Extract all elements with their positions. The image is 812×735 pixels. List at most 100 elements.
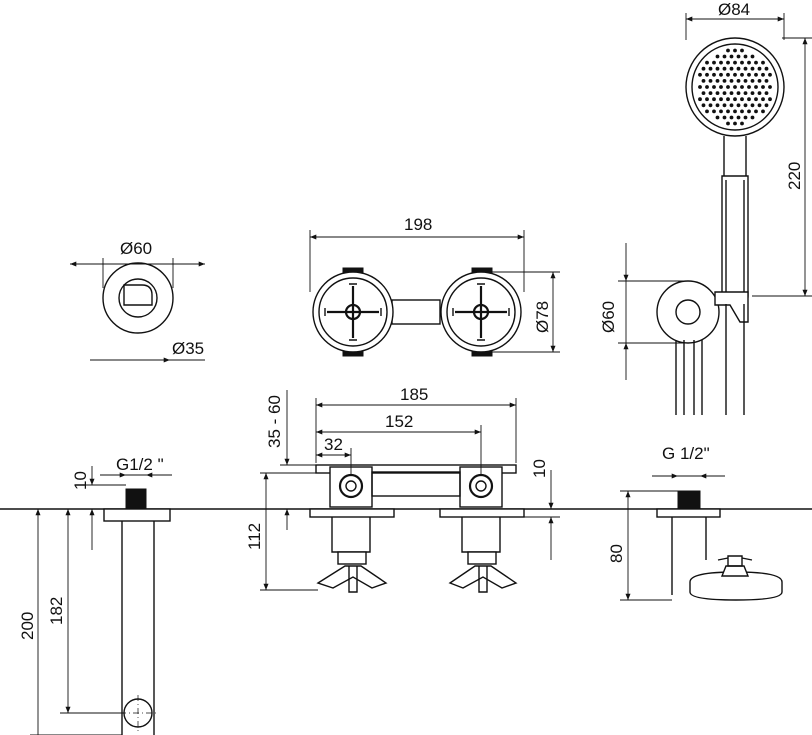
nozzle-dot	[701, 66, 706, 71]
nozzle-dot	[712, 60, 716, 65]
nozzle-dot	[764, 66, 769, 71]
nozzle-dot	[757, 103, 762, 108]
dim-d60-side: Ø60	[599, 301, 618, 333]
nozzle-dot	[743, 115, 748, 120]
nozzle-dot	[740, 85, 744, 89]
dim-80: 80	[607, 544, 626, 563]
nozzle-dot	[757, 79, 762, 83]
nozzle-dot	[761, 72, 765, 77]
dim-152: 152	[385, 412, 413, 431]
nozzle-dot	[726, 121, 730, 126]
nozzle-dot	[754, 72, 758, 77]
nozzle-dot	[768, 72, 772, 77]
nozzle-dot	[740, 60, 744, 65]
nozzle-dot	[757, 91, 762, 95]
nozzle-dot	[736, 103, 741, 108]
nozzle-dot	[715, 115, 720, 120]
nozzle-dot	[733, 60, 737, 65]
hand-shower-view	[618, 13, 812, 415]
nozzle-dot	[722, 103, 727, 108]
nozzle-dot	[726, 60, 730, 65]
nozzle-dot	[733, 85, 737, 89]
nozzle-dot	[736, 66, 741, 71]
nozzle-dot	[754, 97, 758, 102]
nozzle-dot	[733, 72, 737, 77]
nozzle-dot	[736, 79, 741, 83]
dim-d35: Ø35	[172, 339, 204, 358]
nozzle-dot	[761, 85, 765, 89]
nozzle-dot	[743, 79, 748, 83]
nozzle-dot	[719, 85, 723, 89]
nozzle-dot	[722, 66, 727, 71]
nozzle-dot	[740, 109, 744, 114]
nozzle-dot	[740, 48, 744, 53]
dim-32: 32	[324, 435, 343, 454]
nozzle-dot	[764, 91, 769, 95]
nozzle-dot	[747, 97, 751, 102]
nozzle-dot	[733, 121, 737, 126]
nozzle-dot	[736, 115, 741, 120]
nozzle-dot	[726, 109, 730, 114]
nozzle-dot	[743, 54, 748, 59]
nozzle-dot	[729, 54, 734, 59]
nozzle-dot	[701, 91, 706, 95]
nozzle-dot	[733, 97, 737, 102]
dim-d78: Ø78	[533, 301, 552, 333]
nozzle-dot	[750, 115, 755, 120]
nozzle-dot	[768, 97, 772, 102]
nozzle-dot	[747, 72, 751, 77]
dim-200: 200	[18, 612, 37, 640]
nozzle-dot	[750, 54, 755, 59]
nozzle-dot	[719, 97, 723, 102]
nozzle-dot	[761, 60, 765, 65]
nozzle-dot	[708, 103, 713, 108]
nozzle-dot	[719, 60, 723, 65]
dim-198: 198	[404, 215, 432, 234]
dim-112: 112	[245, 523, 264, 550]
nozzle-dot	[764, 79, 769, 83]
nozzle-dot	[768, 85, 772, 89]
nozzle-dot	[733, 109, 737, 114]
nozzle-dot	[747, 109, 751, 114]
nozzle-dot	[712, 85, 716, 89]
nozzle-dot	[757, 66, 762, 71]
nozzle-dot	[733, 48, 737, 53]
nozzle-dot	[726, 48, 730, 53]
nozzle-dot	[764, 103, 769, 108]
nozzle-dot	[705, 60, 709, 65]
nozzle-dot	[698, 97, 702, 102]
nozzle-dot	[708, 66, 713, 71]
outlet-side-view	[620, 473, 783, 601]
nozzle-dot	[743, 66, 748, 71]
nozzle-dot	[750, 79, 755, 83]
nozzle-dot	[705, 97, 709, 102]
nozzle-dot	[743, 103, 748, 108]
nozzle-dot	[712, 109, 716, 114]
valves-plan-view	[309, 230, 560, 357]
nozzle-dot	[705, 109, 709, 114]
nozzle-dot	[740, 121, 744, 126]
nozzle-dot	[708, 79, 713, 83]
nozzle-dot	[715, 79, 720, 83]
nozzle-dot	[726, 85, 730, 89]
flange-plan-view	[70, 258, 205, 363]
dim-185: 185	[400, 385, 428, 404]
nozzle-dot	[708, 91, 713, 95]
nozzle-dot	[750, 103, 755, 108]
spout-side-view	[30, 466, 172, 735]
dim-d60-top: Ø60	[120, 239, 152, 258]
nozzle-dot	[719, 72, 723, 77]
nozzle-dot	[726, 72, 730, 77]
nozzle-dot	[729, 79, 734, 83]
valves-side-view	[260, 390, 560, 593]
shower-nozzles	[698, 48, 772, 126]
nozzle-dot	[740, 97, 744, 102]
nozzle-dot	[712, 97, 716, 102]
nozzle-dot	[698, 72, 702, 77]
nozzle-dot	[736, 54, 741, 59]
nozzle-dot	[754, 85, 758, 89]
dim-g12-left: G1/2 "	[116, 455, 164, 474]
nozzle-dot	[754, 60, 758, 65]
nozzle-dot	[750, 91, 755, 95]
